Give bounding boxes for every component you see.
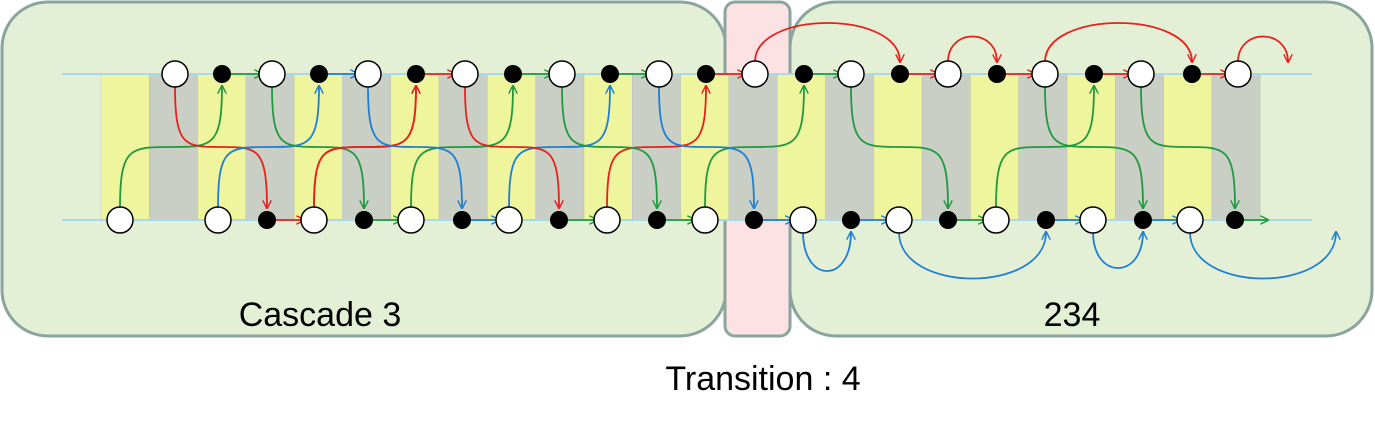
- black-node: [795, 65, 813, 83]
- white-node: [1127, 60, 1155, 88]
- black-node: [407, 65, 425, 83]
- white-node: [1079, 206, 1107, 234]
- black-node: [1183, 65, 1201, 83]
- white-node: [161, 60, 189, 88]
- white-node: [354, 60, 382, 88]
- crossing-arrow: [1044, 85, 1143, 208]
- white-node: [258, 60, 286, 88]
- black-node: [1226, 211, 1244, 229]
- stripe: [825, 73, 875, 221]
- bottom-arc-arrow: [802, 232, 851, 272]
- crossing-arrow: [464, 85, 559, 208]
- bottom-arc-arrow: [1189, 232, 1336, 280]
- white-node: [300, 206, 328, 234]
- bottom-arc-arrow: [1092, 232, 1143, 269]
- white-node: [982, 206, 1010, 234]
- white-node: [789, 206, 817, 234]
- white-node: [934, 60, 962, 88]
- crossing-arrow: [658, 85, 754, 208]
- black-node: [697, 65, 715, 83]
- transition-label: Transition : 4: [665, 360, 860, 398]
- stripe: [1211, 73, 1261, 221]
- white-node: [495, 206, 523, 234]
- top-arc-arrow: [1044, 22, 1192, 62]
- black-node: [1037, 211, 1055, 229]
- nodes: [106, 60, 1252, 234]
- arrows: [119, 22, 1336, 280]
- stripe: [100, 73, 150, 221]
- crossing-arrow: [313, 86, 416, 209]
- right-panel-label: 234: [1044, 296, 1101, 334]
- white-node: [397, 206, 425, 234]
- white-node: [1176, 206, 1204, 234]
- white-node: [106, 206, 134, 234]
- crossing-arrow: [119, 86, 222, 209]
- crossing-arrow: [561, 85, 657, 208]
- stripe: [970, 73, 1019, 221]
- white-node: [593, 206, 621, 234]
- black-node: [504, 65, 522, 83]
- white-node: [837, 60, 865, 88]
- white-node: [645, 60, 673, 88]
- black-node: [1134, 211, 1152, 229]
- white-node: [1031, 60, 1059, 88]
- black-node: [842, 211, 860, 229]
- black-node: [988, 65, 1006, 83]
- white-node: [885, 206, 913, 234]
- crossing-arrow: [995, 86, 1094, 209]
- white-node: [1224, 60, 1252, 88]
- black-node: [213, 65, 231, 83]
- white-node: [204, 206, 232, 234]
- stripe: [1115, 73, 1164, 221]
- crossing-arrow: [217, 86, 319, 209]
- black-node: [601, 65, 619, 83]
- crossing-arrow: [850, 85, 948, 208]
- white-node: [741, 60, 769, 88]
- crossing-arrow: [410, 86, 513, 209]
- black-node: [745, 211, 763, 229]
- top-arc-arrow: [754, 22, 900, 62]
- crossing-arrow: [508, 86, 610, 209]
- crossing-arrow: [704, 86, 804, 209]
- stripe: [921, 73, 971, 221]
- cascade-label: Cascade 3: [239, 296, 402, 334]
- black-node: [453, 211, 471, 229]
- black-node: [891, 65, 909, 83]
- crossing-arrow: [174, 85, 267, 208]
- black-node: [1085, 65, 1103, 83]
- black-node: [550, 211, 568, 229]
- top-arc-arrow: [947, 35, 997, 63]
- black-node: [258, 211, 276, 229]
- stripe: [776, 73, 826, 221]
- white-node: [548, 60, 576, 88]
- black-node: [310, 65, 328, 83]
- crossing-arrow: [606, 86, 706, 209]
- black-node: [355, 211, 373, 229]
- black-node: [939, 211, 957, 229]
- crossing-arrow: [1140, 85, 1235, 208]
- crossing-arrow: [271, 85, 364, 208]
- black-node: [648, 211, 666, 229]
- bottom-arc-arrow: [898, 232, 1046, 280]
- white-node: [451, 60, 479, 88]
- white-node: [691, 206, 719, 234]
- crossing-arrow: [367, 85, 462, 208]
- top-arc-arrow: [1237, 35, 1288, 63]
